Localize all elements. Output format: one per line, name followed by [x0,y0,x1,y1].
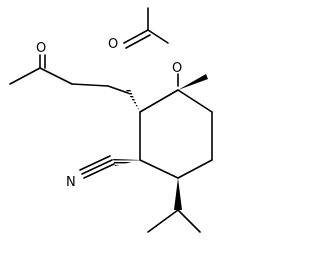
bond-ring-c1-c2 [177,89,213,113]
molecule-canvas: O O O N [9,7,213,233]
atom-label-oxygen-ester-carbonyl: O [108,37,118,52]
bond-ketone-ch2 [39,67,73,85]
bond-chain-to-ring [107,85,129,94]
bond-acetate-carbonyl [123,29,149,44]
bond-ring-c3-c4 [177,159,213,179]
bond-ring-c6-c1 [139,89,179,113]
wedge-isopropyl [174,178,182,210]
atom-label-oxygen-ester: O [172,61,182,76]
bond-nitrile-triple-c [79,155,111,171]
bond-nitrile-triple-b [83,163,115,179]
hashed-wedge-chain [126,89,140,112]
structure-diagram: O O O N [9,7,213,233]
bond-isopropyl-ch [147,209,179,233]
atom-label-oxygen-ketone: O [36,41,46,56]
atom-label-nitrogen: N [66,175,76,190]
bond-isopropyl-ch-2 [177,209,201,233]
hashed-wedge-nitrile [113,159,140,166]
bond-nitrile-triple-a [81,159,113,175]
bonds [9,7,213,233]
bond-acetate-carbonyl-2 [125,34,151,49]
bond-ketone-methyl [9,67,41,85]
wedge-methyl [178,74,208,90]
bond-acetate-ester [147,29,169,44]
bond-ring-c4-c5 [139,159,179,179]
bond-chain-ch2 [71,83,109,87]
